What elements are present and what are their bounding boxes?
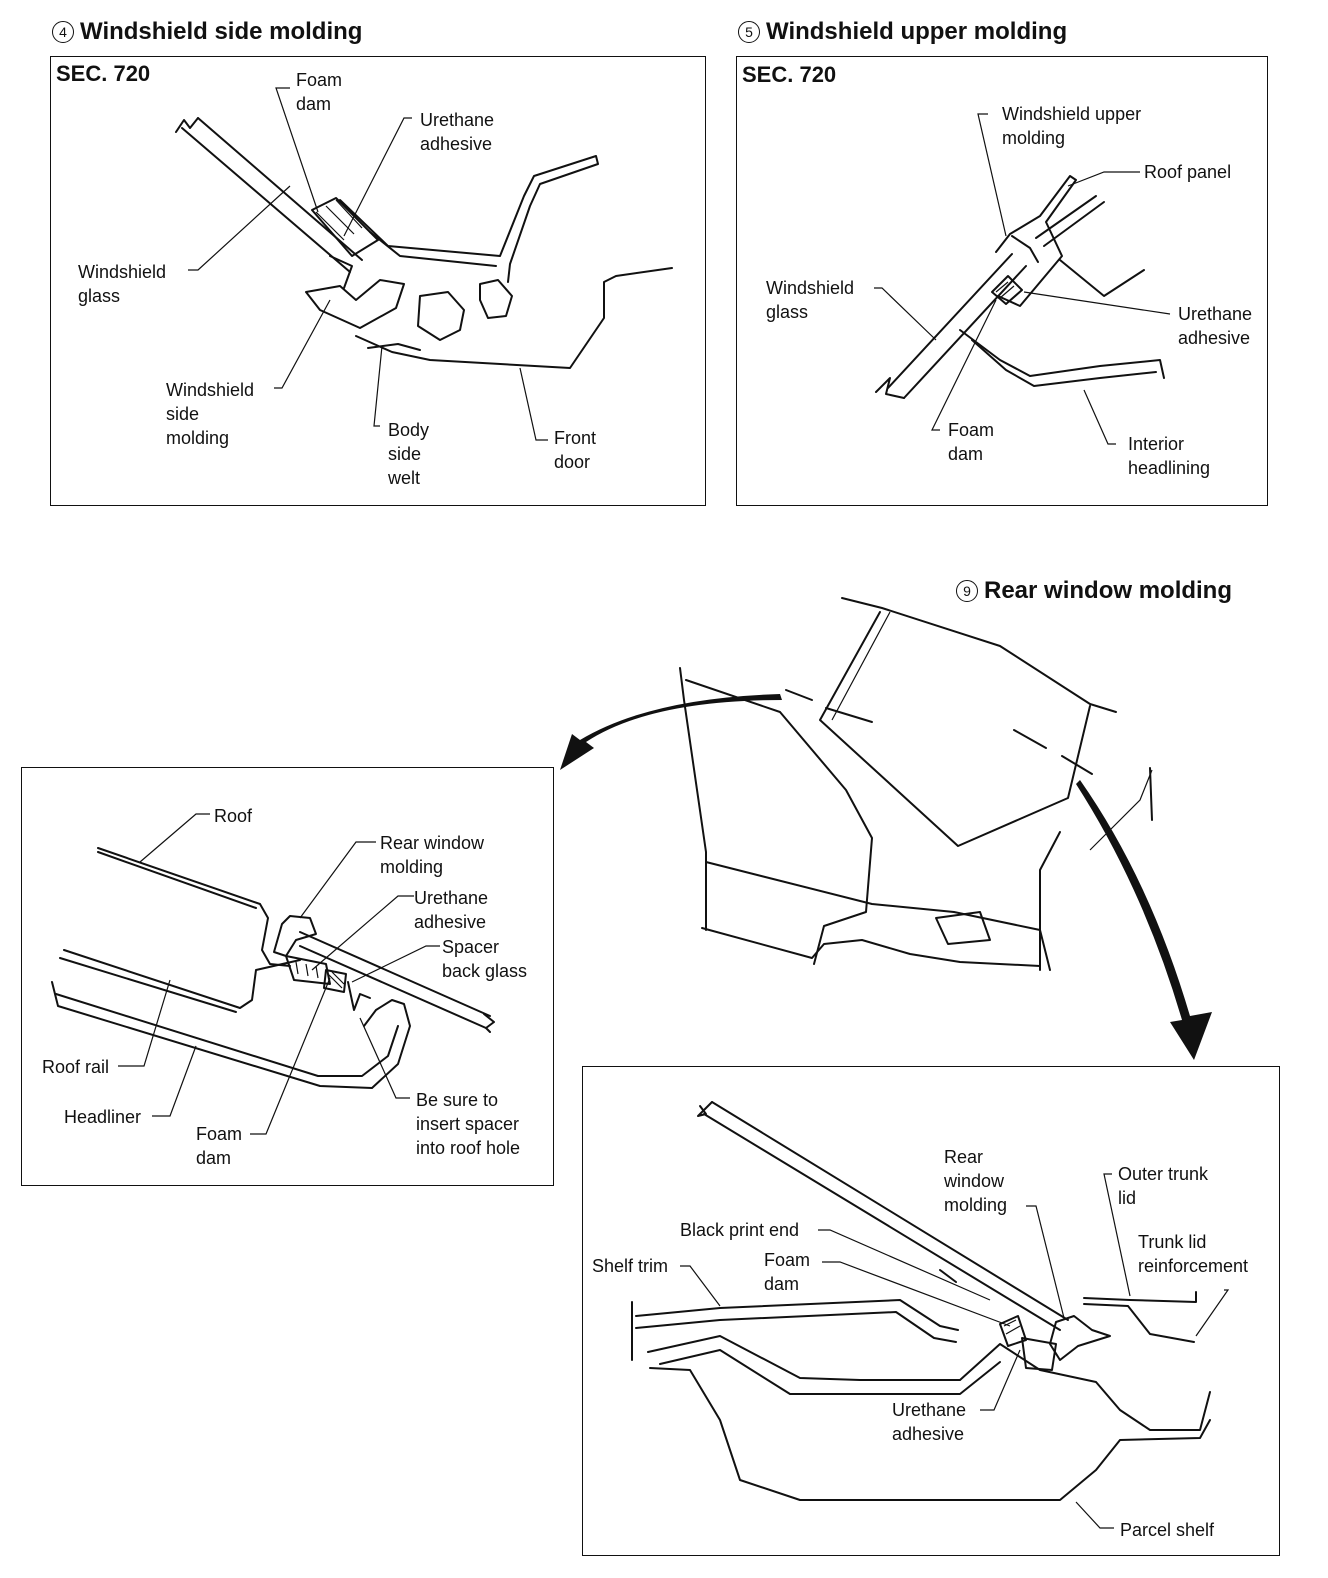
- trunk-reinforcement-line1: Trunk lid: [1138, 1232, 1207, 1252]
- roof-label-rear-molding: Rear window molding: [380, 831, 484, 879]
- p5-label-upper-molding: Windshield upper molding: [1002, 102, 1141, 150]
- panel-4-sec: SEC. 720: [56, 61, 151, 86]
- trunk-label-foam-dam: Foam dam: [764, 1248, 810, 1296]
- trunk-label-shelf-trim: Shelf trim: [592, 1256, 669, 1276]
- p4-foam-dam-line2: dam: [296, 94, 332, 114]
- windshield-upper-drawing: [874, 113, 1171, 445]
- trunk-rear-molding-line2: window: [944, 1171, 1005, 1191]
- p5-label-windshield-glass: Windshield glass: [766, 276, 854, 324]
- roof-label-headliner: Headliner: [64, 1107, 142, 1127]
- trunk-urethane-line1: Urethane: [892, 1400, 967, 1420]
- trunk-detail-frame: [582, 1066, 1280, 1556]
- p5-urethane-line1: Urethane: [1178, 304, 1253, 324]
- p4-label-body-side-welt: Body side welt: [388, 418, 429, 490]
- roof-rear-molding-line2: molding: [380, 857, 444, 877]
- p4-glass-line2: glass: [78, 286, 121, 306]
- p4-label-urethane: Urethane adhesive: [420, 108, 494, 156]
- p4-label-windshield-glass: Windshield glass: [78, 260, 166, 308]
- trunk-label-reinforcement: Trunk lid reinforcement: [1138, 1230, 1248, 1278]
- roof-note-line3: into roof hole: [416, 1138, 521, 1158]
- roof-label-urethane: Urethane adhesive: [414, 886, 488, 934]
- p4-door-line2: door: [554, 452, 591, 472]
- p4-urethane-line2: adhesive: [420, 134, 493, 154]
- windshield-side-drawing: [175, 87, 673, 441]
- roof-label-spacer: Spacer back glass: [442, 935, 527, 983]
- panel-5-number: 5: [738, 21, 760, 43]
- p4-welt-line1: Body: [388, 420, 430, 440]
- trunk-reinforcement-line2: reinforcement: [1138, 1256, 1249, 1276]
- panel-4-frame: [50, 56, 706, 506]
- p4-door-line1: Front: [554, 428, 597, 448]
- p5-headlining-line1: Interior: [1128, 434, 1185, 454]
- p5-label-roof-panel: Roof panel: [1144, 162, 1232, 182]
- trunk-foam-dam-line2: dam: [764, 1274, 800, 1294]
- p4-glass-line1: Windshield: [78, 262, 167, 282]
- roof-label-roof-rail: Roof rail: [42, 1057, 110, 1077]
- panel-5-frame: [736, 56, 1268, 506]
- roof-foam-dam-line1: Foam: [196, 1124, 243, 1144]
- p5-label-urethane: Urethane adhesive: [1178, 302, 1252, 350]
- trunk-outer-line2: lid: [1118, 1188, 1137, 1208]
- roof-label-roof: Roof: [214, 806, 253, 826]
- roof-spacer-line1: Spacer: [442, 937, 500, 957]
- roof-foam-dam-line2: dam: [196, 1148, 232, 1168]
- panel-4-title: Windshield side molding: [80, 18, 363, 45]
- roof-urethane-line1: Urethane: [414, 888, 489, 908]
- roof-label-spacer-note: Be sure to insert spacer into roof hole: [416, 1088, 520, 1160]
- p4-molding-line3: molding: [166, 428, 230, 448]
- roof-note-line1: Be sure to: [416, 1090, 499, 1110]
- p5-foam-dam-line2: dam: [948, 444, 984, 464]
- trunk-label-urethane: Urethane adhesive: [892, 1398, 966, 1446]
- roof-note-line2: insert spacer: [416, 1114, 520, 1134]
- p4-label-foam-dam: Foam dam: [296, 68, 342, 116]
- car-rear-quarter-drawing: [560, 597, 1212, 1060]
- panel-9-number: 9: [956, 580, 978, 602]
- p4-molding-line2: side: [166, 404, 200, 424]
- roof-rear-window-drawing: [51, 813, 495, 1135]
- p5-headlining-line2: headlining: [1128, 458, 1211, 478]
- panel-4-heading: 4 Windshield side molding: [52, 18, 362, 46]
- p5-glass-line2: glass: [766, 302, 809, 322]
- trunk-label-parcel-shelf: Parcel shelf: [1120, 1520, 1215, 1540]
- trunk-label-black-print-end: Black print end: [680, 1220, 800, 1240]
- panel-9-heading: 9 Rear window molding: [956, 577, 1232, 605]
- panel-5-title: Windshield upper molding: [766, 18, 1068, 45]
- p4-urethane-line1: Urethane: [420, 110, 495, 130]
- p4-welt-line2: side: [388, 444, 422, 464]
- p4-label-front-door: Front door: [554, 426, 596, 474]
- p4-foam-dam-line1: Foam: [296, 70, 343, 90]
- p5-glass-line1: Windshield: [766, 278, 855, 298]
- roof-urethane-line2: adhesive: [414, 912, 487, 932]
- trunk-outer-line1: Outer trunk: [1118, 1164, 1209, 1184]
- p5-label-foam-dam: Foam dam: [948, 418, 994, 466]
- trunk-label-rear-molding: Rear window molding: [944, 1145, 1007, 1217]
- trunk-label-outer-trunk-lid: Outer trunk lid: [1118, 1162, 1208, 1210]
- p5-label-headlining: Interior headlining: [1128, 432, 1210, 480]
- panel-5-heading: 5 Windshield upper molding: [738, 18, 1067, 46]
- p5-upper-molding-line2: molding: [1002, 128, 1066, 148]
- p4-molding-line1: Windshield: [166, 380, 255, 400]
- p5-urethane-line2: adhesive: [1178, 328, 1251, 348]
- p5-upper-molding-line1: Windshield upper: [1002, 104, 1142, 124]
- p4-welt-line3: welt: [388, 468, 421, 488]
- roof-label-foam-dam: Foam dam: [196, 1122, 242, 1170]
- trunk-foam-dam-line1: Foam: [764, 1250, 811, 1270]
- trunk-urethane-line2: adhesive: [892, 1424, 965, 1444]
- panel-9-title: Rear window molding: [984, 577, 1233, 604]
- panel-4-number: 4: [52, 21, 74, 43]
- trunk-rear-molding-line3: molding: [944, 1195, 1008, 1215]
- trunk-rear-window-drawing: [631, 1101, 1230, 1529]
- roof-detail-frame: [21, 767, 554, 1186]
- p4-label-side-molding: Windshield side molding: [166, 378, 254, 450]
- panel-5-sec: SEC. 720: [742, 62, 837, 87]
- roof-rear-molding-line1: Rear window: [380, 833, 485, 853]
- trunk-rear-molding-line1: Rear: [944, 1147, 984, 1167]
- p5-foam-dam-line1: Foam: [948, 420, 995, 440]
- roof-spacer-line2: back glass: [442, 961, 528, 981]
